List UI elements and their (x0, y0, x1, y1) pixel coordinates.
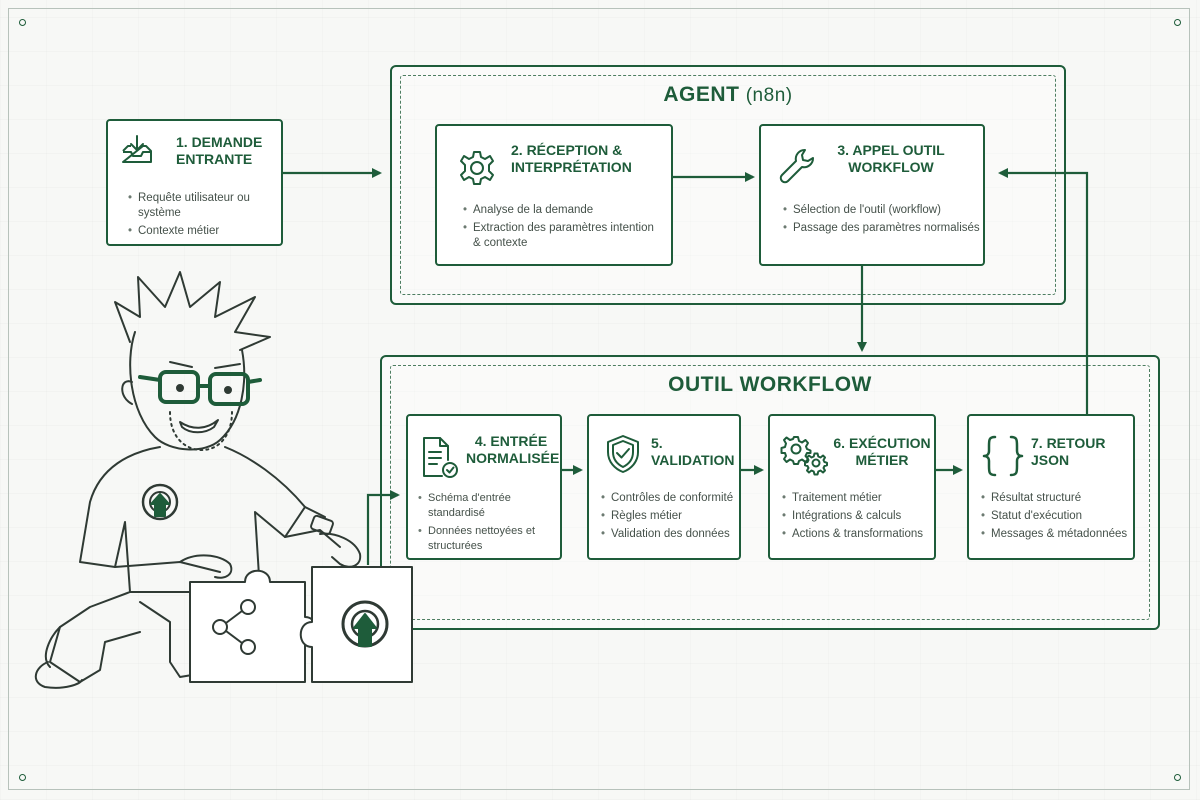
bullet: Données nettoyées et structurées (418, 524, 563, 554)
step-3-box: 3. APPEL OUTIL WORKFLOW Sélection de l'o… (759, 124, 985, 266)
bullet: Résultat structuré (981, 491, 1136, 506)
shirt-logo (141, 483, 179, 521)
bullet: Validation des données (601, 527, 741, 542)
bullet: Actions & transformations (782, 527, 937, 542)
gears-icon (780, 436, 828, 476)
bullet: Traitement métier (782, 491, 937, 506)
puzzle-piece-logo (299, 566, 413, 683)
step-5-bullets: Contrôles de conformité Règles métier Va… (601, 491, 741, 545)
step-1-bullets: Requête utilisateur ou système Contexte … (128, 191, 278, 242)
wrench-icon (779, 148, 815, 184)
arrow-7-to-3 (998, 168, 1089, 414)
bullet: Statut d'exécution (981, 509, 1136, 524)
shield-check-icon (607, 435, 639, 473)
outer-frame (8, 8, 1190, 790)
arrow-puzzle-to-4 (366, 490, 400, 565)
step-2-title: 2. RÉCEPTION & INTERPRÉTATION (511, 142, 632, 175)
step-7-bullets: Résultat structuré Statut d'exécution Me… (981, 491, 1136, 545)
step-2-bullets: Analyse de la demande Extraction des par… (463, 203, 663, 254)
inbox-icon (122, 135, 152, 163)
agent-group-title: AGENT (n8n) (663, 83, 793, 106)
step-7-title: 7. RETOUR JSON (1031, 435, 1106, 468)
bullet: Requête utilisateur ou système (128, 191, 278, 221)
bullet: Règles métier (601, 509, 741, 524)
developer-puzzle-illustration (34, 271, 413, 689)
step-4-title: 4. ENTRÉE NORMALISÉE (466, 433, 560, 466)
step-5-title: 5. VALIDATION (651, 435, 735, 468)
bullet: Contexte métier (128, 224, 278, 239)
bullet: Passage des paramètres normalisés (783, 221, 983, 236)
bullet: Extraction des paramètres intention & co… (463, 221, 663, 251)
workflow-group-title: OUTIL WORKFLOW (668, 373, 872, 396)
corner-dot (19, 19, 26, 26)
corner-dot (19, 774, 26, 781)
step-3-bullets: Sélection de l'outil (workflow) Passage … (783, 203, 983, 239)
bullet: Sélection de l'outil (workflow) (783, 203, 983, 218)
bullet: Schéma d'entrée standardisé (418, 491, 563, 521)
corner-dot (1174, 774, 1181, 781)
step-1-title: 1. DEMANDE ENTRANTE (176, 134, 263, 167)
glasses (138, 370, 262, 406)
step-7-box: 7. RETOUR JSON Résultat structuré Statut… (967, 414, 1135, 560)
braces-icon (982, 435, 1024, 477)
tshirt (79, 446, 306, 593)
step-4-box: 4. ENTRÉE NORMALISÉE Schéma d'entrée sta… (406, 414, 562, 560)
bullet: Contrôles de conformité (601, 491, 741, 506)
step-6-title: 6. EXÉCUTION MÉTIER (833, 435, 931, 468)
step-5-box: 5. VALIDATION Contrôles de conformité Rè… (587, 414, 741, 560)
gear-icon (460, 151, 494, 185)
step-3-title: 3. APPEL OUTIL WORKFLOW (837, 142, 945, 175)
step-2-box: 2. RÉCEPTION & INTERPRÉTATION Analyse de… (435, 124, 673, 266)
bullet: Analyse de la demande (463, 203, 663, 218)
puzzle-piece-share (189, 569, 318, 683)
hair (114, 271, 271, 351)
document-check-icon (423, 437, 458, 478)
corner-dot (1174, 19, 1181, 26)
step-4-bullets: Schéma d'entrée standardisé Données nett… (418, 491, 563, 557)
bullet: Messages & métadonnées (981, 527, 1136, 542)
bullet: Intégrations & calculs (782, 509, 937, 524)
step-6-bullets: Traitement métier Intégrations & calculs… (782, 491, 937, 545)
step-6-box: 6. EXÉCUTION MÉTIER Traitement métier In… (768, 414, 936, 560)
step-1-box: 1. DEMANDE ENTRANTE Requête utilisateur … (106, 119, 283, 246)
